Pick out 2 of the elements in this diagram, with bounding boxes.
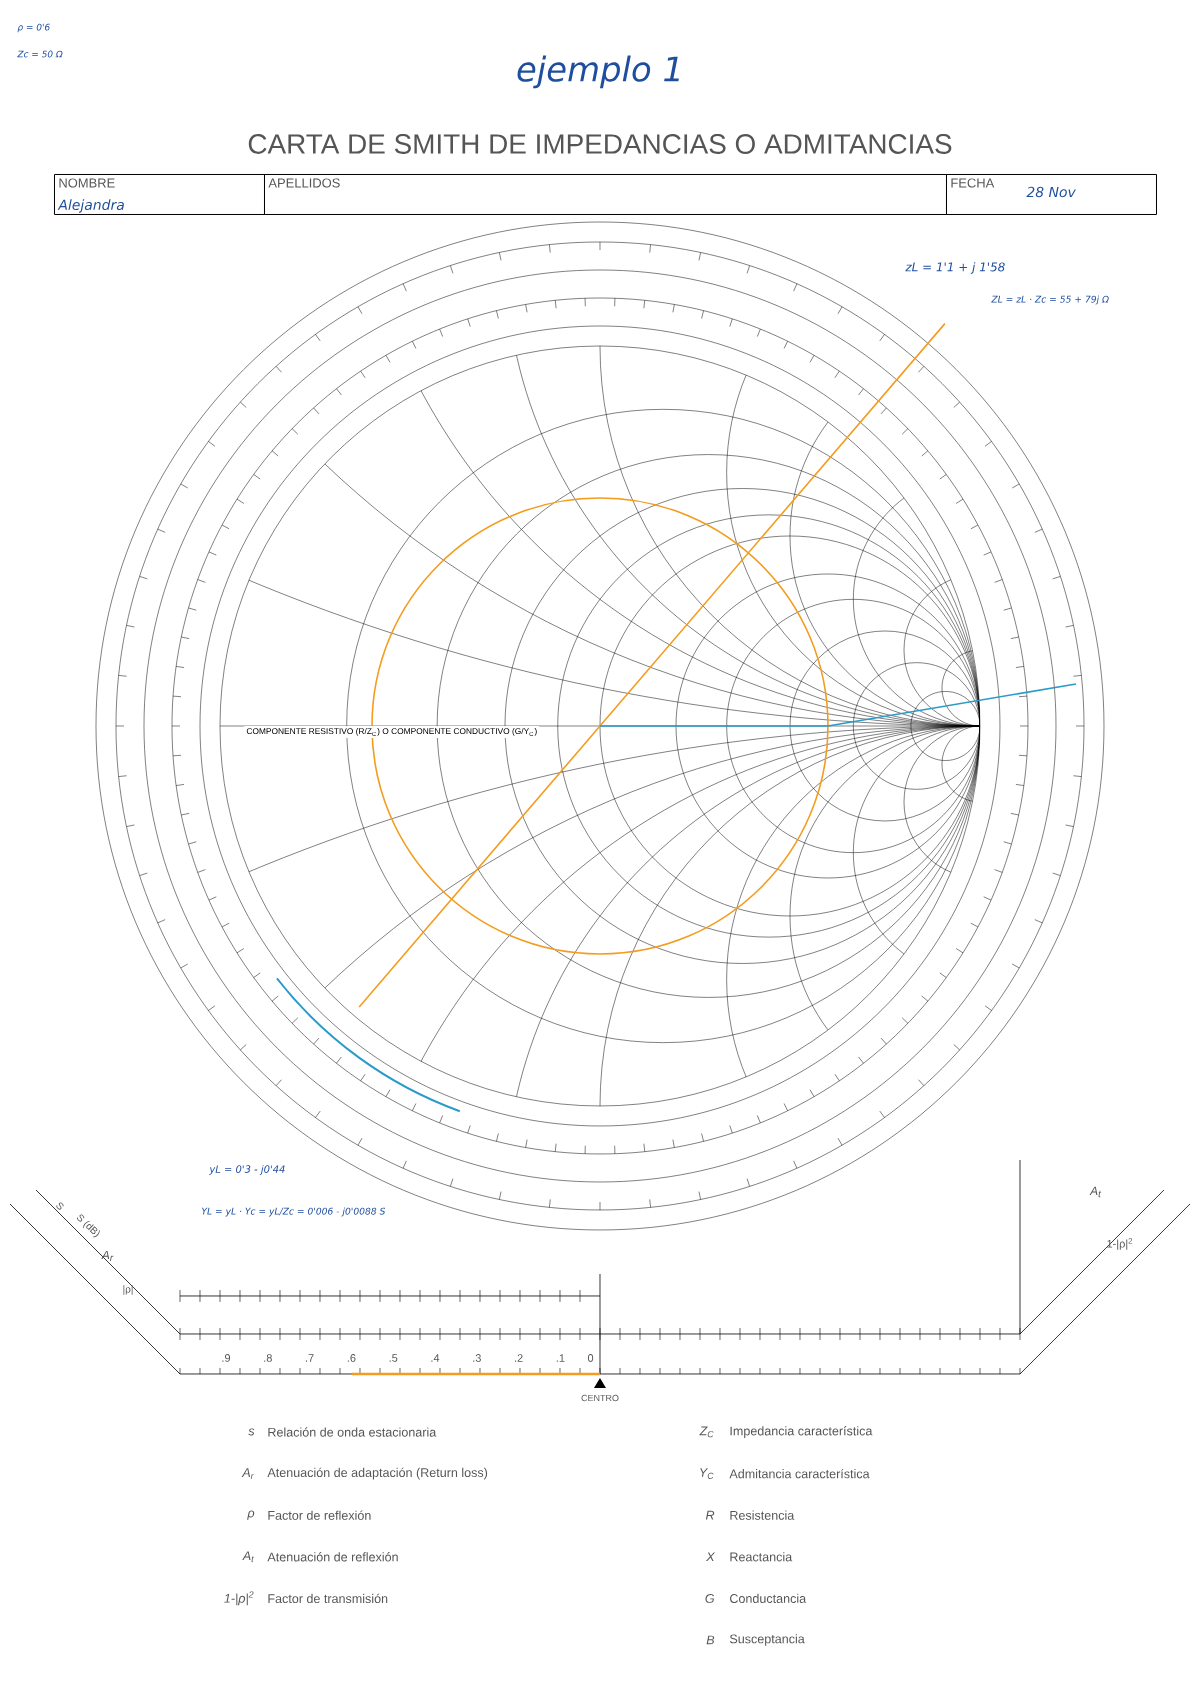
- title: CARTA DE SMITH DE IMPEDANCIAS O ADMITANCIAS: [248, 134, 952, 154]
- handwritten-heading: ejemplo 1: [517, 55, 679, 89]
